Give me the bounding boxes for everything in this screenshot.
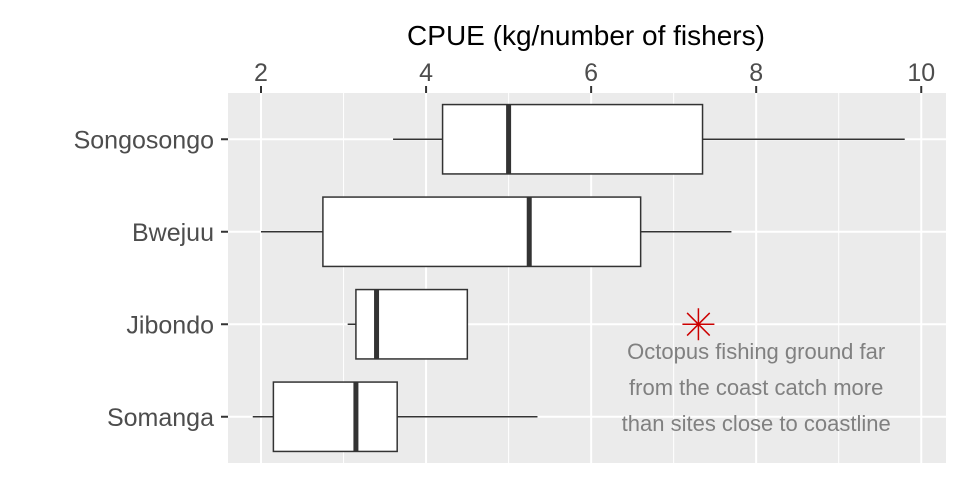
x-tick-label: 2 — [254, 59, 268, 87]
annotation: Octopus fishing ground far from the coas… — [622, 308, 891, 436]
annotation-line: than sites close to coastline — [622, 411, 891, 436]
y-tick-label: Songosongo — [74, 126, 214, 154]
x-tick-label: 8 — [749, 59, 763, 87]
x-tick-label: 4 — [419, 59, 433, 87]
asterisk-marker-icon — [682, 308, 715, 341]
box-songosongo — [393, 103, 905, 175]
x-tick-label: 10 — [907, 59, 935, 87]
marker-stroke — [686, 312, 711, 337]
box-jibondo — [347, 288, 469, 360]
x-tick-label: 6 — [584, 59, 598, 87]
box-somanga — [252, 381, 538, 453]
y-tick-label: Bwejuu — [132, 219, 214, 247]
x-axis-title: CPUE (kg/number of fishers) — [407, 20, 765, 51]
y-tick-label: Jibondo — [126, 311, 214, 339]
iqr-box — [441, 103, 704, 175]
y-tick-label: Somanga — [107, 404, 214, 432]
annotation-line: Octopus fishing ground far — [627, 339, 885, 364]
iqr-box — [355, 288, 469, 360]
iqr-box — [322, 196, 642, 268]
iqr-box — [272, 381, 398, 453]
box-bwejuu — [261, 196, 732, 268]
annotation-line: from the coast catch more — [629, 375, 883, 400]
boxplots — [252, 103, 905, 453]
x-axis-ticks: 2 4 6 8 10 — [254, 59, 935, 93]
